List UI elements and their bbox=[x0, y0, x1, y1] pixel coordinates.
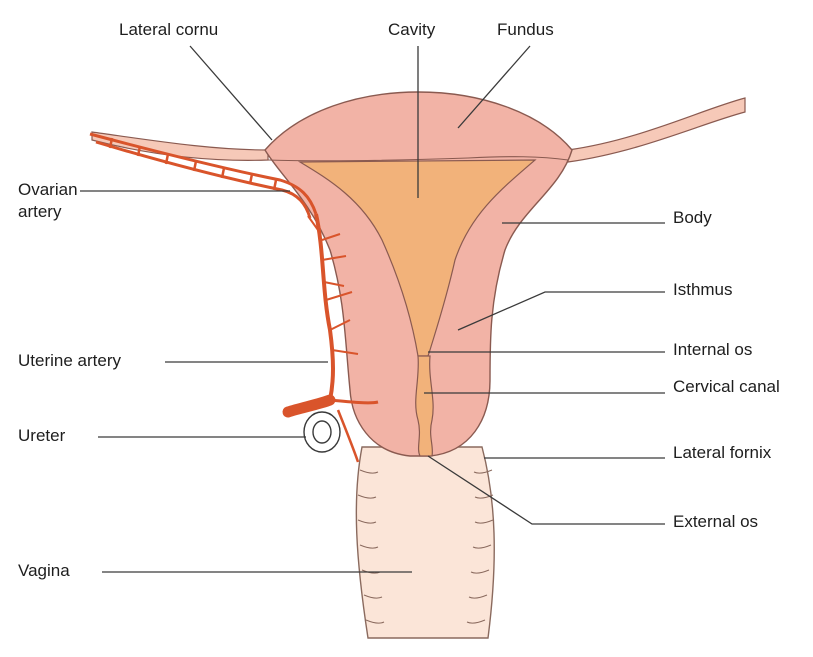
label-ureter: Ureter bbox=[18, 426, 65, 446]
label-lateral-cornu: Lateral cornu bbox=[119, 20, 218, 40]
label-vagina: Vagina bbox=[18, 561, 70, 581]
label-ovarian-artery-line1: Ovarian bbox=[18, 180, 78, 200]
label-external-os: External os bbox=[673, 512, 758, 532]
label-ovarian-artery-line2: artery bbox=[18, 202, 61, 222]
label-uterine-artery: Uterine artery bbox=[18, 351, 121, 371]
label-lateral-fornix: Lateral fornix bbox=[673, 443, 771, 463]
label-cavity: Cavity bbox=[388, 20, 435, 40]
vagina-shape bbox=[356, 447, 494, 638]
label-internal-os: Internal os bbox=[673, 340, 752, 360]
label-cervical-canal: Cervical canal bbox=[673, 377, 780, 397]
ureter-shape bbox=[304, 412, 340, 452]
label-fundus: Fundus bbox=[497, 20, 554, 40]
label-body: Body bbox=[673, 208, 712, 228]
leader-lateral-cornu bbox=[190, 46, 272, 140]
label-isthmus: Isthmus bbox=[673, 280, 733, 300]
